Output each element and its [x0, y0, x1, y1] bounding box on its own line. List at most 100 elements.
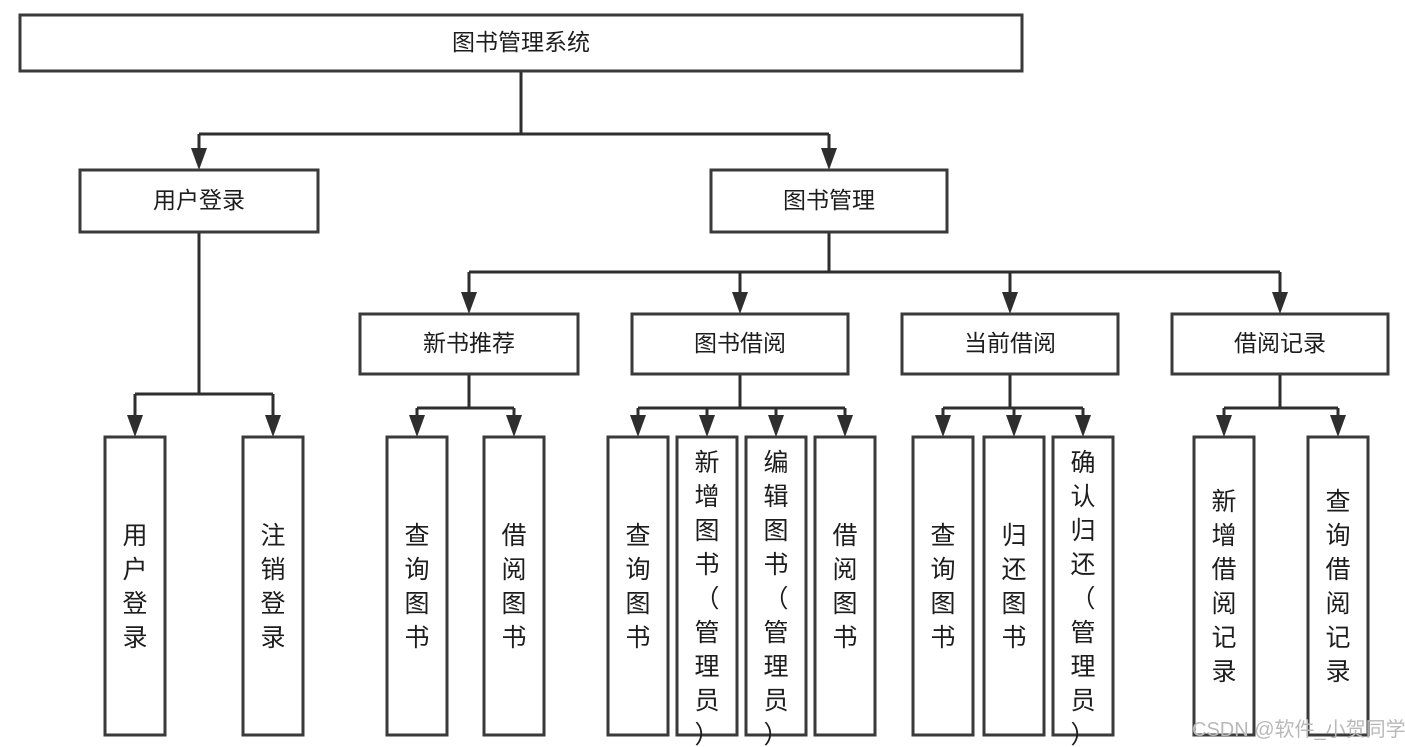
vertical-char: 阅 — [1211, 590, 1236, 618]
node-box-leaf-add-borrow-record[interactable] — [1192, 435, 1256, 737]
node-label-leaf-query-book-current: 查询图书 — [930, 522, 955, 652]
node-box-leaf-query-book-current[interactable] — [911, 435, 975, 737]
connector-group-recommend-to-leaves — [409, 374, 522, 437]
vertical-char: （ — [694, 585, 719, 613]
vertical-char: 还 — [1001, 556, 1026, 584]
node-leaf-add-book[interactable]: 新增图书（管理员） — [675, 435, 739, 747]
node-book-borrow[interactable]: 图书借阅 — [630, 312, 850, 376]
node-box-leaf-query-borrow-record[interactable] — [1306, 435, 1370, 737]
node-leaf-add-borrow-record[interactable]: 新增借阅记录 — [1192, 435, 1256, 737]
vertical-char: 图 — [1001, 590, 1026, 618]
node-book-management[interactable]: 图书管理 — [709, 168, 949, 234]
vertical-char: 还 — [1070, 551, 1095, 579]
node-leaf-return-book[interactable]: 归还图书 — [982, 435, 1046, 737]
node-label-leaf-add-borrow-record: 新增借阅记录 — [1211, 488, 1236, 686]
node-borrow-record[interactable]: 借阅记录 — [1170, 312, 1390, 376]
node-box-new-book-recommend[interactable] — [358, 312, 580, 376]
vertical-char: ） — [1070, 721, 1095, 747]
vertical-char: 阅 — [1325, 590, 1350, 618]
connector-group-root-to-level2 — [191, 71, 837, 170]
vertical-char: 图 — [763, 517, 788, 545]
vertical-char: 理 — [763, 653, 788, 681]
vertical-char: 辑 — [763, 483, 788, 511]
vertical-char: 员 — [1070, 687, 1095, 715]
vertical-char: 录 — [1325, 658, 1350, 686]
connector-group-record-to-leaves — [1216, 374, 1346, 437]
vertical-char: 询 — [625, 556, 650, 584]
vertical-char: 书 — [832, 624, 857, 652]
node-user-login[interactable]: 用户登录 — [78, 168, 320, 234]
arrow-head-icon — [837, 415, 853, 437]
node-label-leaf-edit-book: 编辑图书（管理员） — [763, 449, 788, 747]
node-leaf-confirm-return[interactable]: 确认归还（管理员） — [1051, 435, 1115, 747]
node-root[interactable]: 图书管理系统 — [18, 13, 1024, 73]
node-box-leaf-confirm-return[interactable] — [1051, 435, 1115, 737]
node-label-book-management: 图书管理 — [783, 187, 875, 213]
vertical-char: 图 — [832, 590, 857, 618]
node-box-user-login[interactable] — [78, 168, 320, 234]
vertical-char: 借 — [1325, 556, 1350, 584]
node-leaf-query-borrow-record[interactable]: 查询借阅记录 — [1306, 435, 1370, 737]
node-leaf-logout[interactable]: 注销登录 — [241, 435, 305, 737]
node-box-leaf-borrow-book-recommend[interactable] — [482, 435, 546, 737]
node-box-current-borrow[interactable] — [900, 312, 1120, 376]
arrow-head-icon — [732, 292, 748, 314]
vertical-char: 确 — [1070, 449, 1095, 477]
vertical-char: 查 — [625, 522, 650, 550]
vertical-char: 新 — [694, 449, 719, 477]
vertical-char: 登 — [122, 590, 147, 618]
node-box-book-management[interactable] — [709, 168, 949, 234]
vertical-char: 查 — [404, 522, 429, 550]
arrow-head-icon — [461, 292, 477, 314]
vertical-char: ） — [763, 721, 788, 747]
vertical-char: 管 — [763, 619, 788, 647]
node-new-book-recommend[interactable]: 新书推荐 — [358, 312, 580, 376]
arrow-head-icon — [821, 148, 837, 170]
node-box-leaf-query-book-recommend[interactable] — [385, 435, 449, 737]
vertical-char: 用 — [122, 522, 147, 550]
arrow-head-icon — [1216, 415, 1232, 437]
node-box-root[interactable] — [18, 13, 1024, 73]
node-leaf-borrow-book-recommend[interactable]: 借阅图书 — [482, 435, 546, 737]
node-label-book-borrow: 图书借阅 — [694, 330, 786, 356]
connector-group-current-to-leaves — [935, 374, 1091, 437]
node-box-leaf-edit-book[interactable] — [744, 435, 808, 737]
node-current-borrow[interactable]: 当前借阅 — [900, 312, 1120, 376]
arrow-head-icon — [630, 415, 646, 437]
arrow-head-icon — [127, 415, 143, 437]
vertical-char: 户 — [122, 556, 147, 584]
node-box-leaf-logout[interactable] — [241, 435, 305, 737]
node-leaf-borrow-book[interactable]: 借阅图书 — [813, 435, 877, 737]
node-box-leaf-add-book[interactable] — [675, 435, 739, 737]
vertical-char: 询 — [1325, 522, 1350, 550]
node-label-leaf-borrow-book-recommend: 借阅图书 — [501, 522, 526, 652]
node-label-leaf-borrow-book: 借阅图书 — [832, 522, 857, 652]
arrow-head-icon — [1330, 415, 1346, 437]
vertical-char: 归 — [1001, 522, 1026, 550]
node-label-leaf-query-book-recommend: 查询图书 — [404, 522, 429, 652]
vertical-char: 管 — [694, 619, 719, 647]
node-leaf-query-book-current[interactable]: 查询图书 — [911, 435, 975, 737]
node-leaf-user-login[interactable]: 用户登录 — [103, 435, 167, 737]
node-box-leaf-user-login[interactable] — [103, 435, 167, 737]
node-box-leaf-return-book[interactable] — [982, 435, 1046, 737]
vertical-char: 登 — [260, 590, 285, 618]
arrow-head-icon — [1006, 415, 1022, 437]
vertical-char: 录 — [1211, 658, 1236, 686]
node-leaf-query-book-borrow[interactable]: 查询图书 — [606, 435, 670, 737]
vertical-char: 阅 — [501, 556, 526, 584]
node-box-borrow-record[interactable] — [1170, 312, 1390, 376]
csdn-watermark: CSDN @软件_小贺同学 — [1192, 718, 1405, 741]
node-box-leaf-query-book-borrow[interactable] — [606, 435, 670, 737]
arrow-head-icon — [191, 148, 207, 170]
node-leaf-edit-book[interactable]: 编辑图书（管理员） — [744, 435, 808, 747]
vertical-char: 编 — [763, 449, 788, 477]
node-label-leaf-user-login: 用户登录 — [122, 522, 147, 652]
vertical-char: 管 — [1070, 619, 1095, 647]
node-box-book-borrow[interactable] — [630, 312, 850, 376]
node-label-new-book-recommend: 新书推荐 — [423, 330, 515, 356]
node-leaf-query-book-recommend[interactable]: 查询图书 — [385, 435, 449, 737]
node-box-leaf-borrow-book[interactable] — [813, 435, 877, 737]
